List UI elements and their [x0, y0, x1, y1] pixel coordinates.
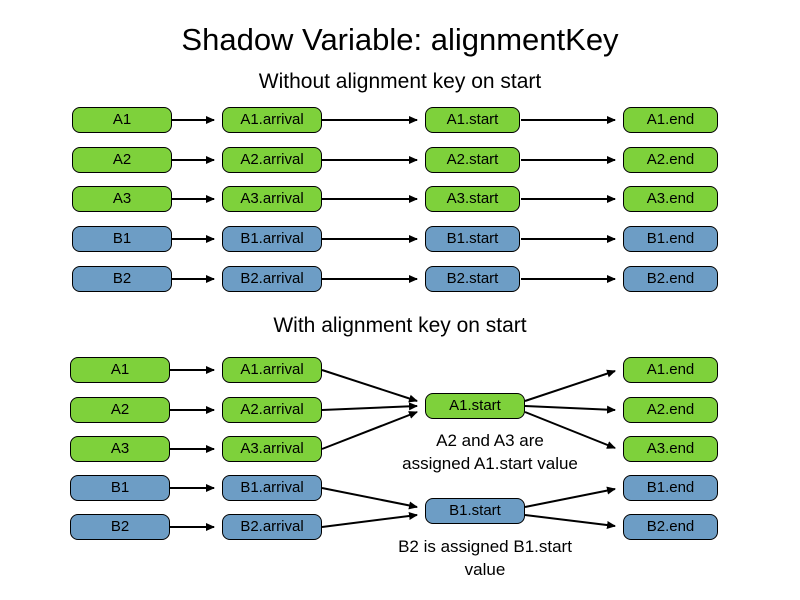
s1-arrival-a2: A2.arrival — [222, 147, 322, 173]
section2-heading: With alignment key on start — [273, 314, 527, 337]
note-b-line2: value — [464, 560, 506, 579]
s1-arrival-b1: B1.arrival — [222, 226, 322, 252]
s1-entity-a2: A2 — [72, 147, 172, 173]
arrow — [524, 514, 616, 529]
s2-entity-a2: A2 — [70, 397, 170, 423]
s2-arrival-a3: A3.arrival — [222, 436, 322, 462]
s1-start-b2: B2.start — [425, 266, 520, 292]
s2-end-b1: B1.end — [623, 475, 718, 501]
page-title: Shadow Variable: alignmentKey — [181, 22, 619, 57]
s1-end-a3: A3.end — [623, 186, 718, 212]
section1-heading: Without alignment key on start — [258, 70, 542, 93]
s2-end-a1: A1.end — [623, 357, 718, 383]
note-b-line1: B2 is assigned B1.start — [398, 537, 572, 556]
s1-start-a3: A3.start — [425, 186, 520, 212]
s2-arrival-a1: A1.arrival — [222, 357, 322, 383]
s2-arrival-b2: B2.arrival — [222, 514, 322, 540]
note-a-line2: assigned A1.start value — [402, 454, 578, 473]
s2-end-b2: B2.end — [623, 514, 718, 540]
note-a-line1: A2 and A3 are — [436, 431, 544, 450]
s1-end-b1: B1.end — [623, 226, 718, 252]
s2-arrival-a2: A2.arrival — [222, 397, 322, 423]
arrow — [321, 369, 418, 403]
s1-entity-a1: A1 — [72, 107, 172, 133]
s2-entity-a3: A3 — [70, 436, 170, 462]
s1-arrival-a3: A3.arrival — [222, 186, 322, 212]
s1-entity-b1: B1 — [72, 226, 172, 252]
s2-arrival-b1: B1.arrival — [222, 475, 322, 501]
s2-end-a3: A3.end — [623, 436, 718, 462]
note-a-assignment: A2 and A3 are assigned A1.start value — [350, 429, 630, 475]
arrow — [524, 486, 616, 508]
s1-entity-b2: B2 — [72, 266, 172, 292]
note-b-assignment: B2 is assigned B1.start value — [345, 535, 625, 581]
s1-end-a2: A2.end — [623, 147, 718, 173]
s2-start-b1: B1.start — [425, 498, 525, 524]
s1-start-a1: A1.start — [425, 107, 520, 133]
s2-entity-a1: A1 — [70, 357, 170, 383]
arrow — [321, 512, 418, 528]
s2-entity-b2: B2 — [70, 514, 170, 540]
arrow — [524, 369, 616, 402]
s1-start-b1: B1.start — [425, 226, 520, 252]
s1-start-a2: A2.start — [425, 147, 520, 173]
s2-start-a1: A1.start — [425, 393, 525, 419]
s1-arrival-b2: B2.arrival — [222, 266, 322, 292]
s1-end-b2: B2.end — [623, 266, 718, 292]
s1-entity-a3: A3 — [72, 186, 172, 212]
s2-end-a2: A2.end — [623, 397, 718, 423]
arrow — [321, 487, 418, 510]
s1-arrival-a1: A1.arrival — [222, 107, 322, 133]
arrow — [321, 402, 418, 411]
s1-end-a1: A1.end — [623, 107, 718, 133]
arrow — [524, 405, 616, 414]
s2-entity-b1: B1 — [70, 475, 170, 501]
